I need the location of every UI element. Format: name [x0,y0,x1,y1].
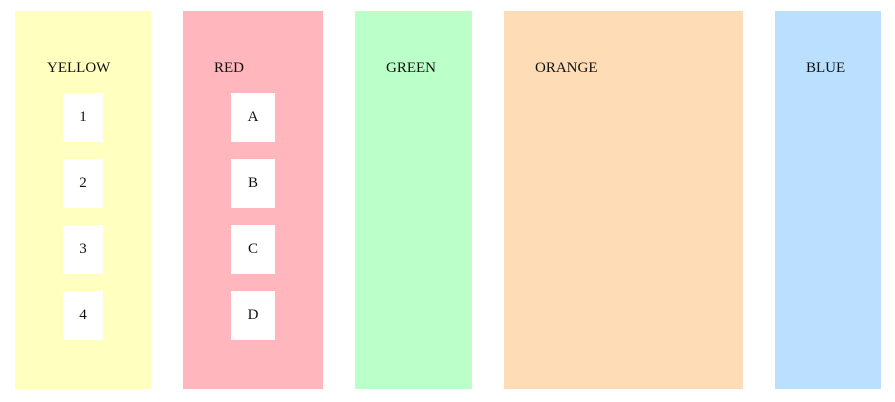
column-title-green: GREEN [386,60,436,76]
column-title-blue: BLUE [806,60,846,76]
column-green[interactable]: GREEN [355,11,472,389]
column-title-red: RED [214,60,244,76]
column-title-yellow: YELLOW [47,60,111,76]
card-2[interactable]: 2 [63,159,103,208]
card-a[interactable]: A [231,93,275,142]
column-orange[interactable]: ORANGE [504,11,743,389]
column-title-orange: ORANGE [535,60,598,76]
card-b[interactable]: B [231,159,275,208]
card-c[interactable]: C [231,225,275,274]
column-blue[interactable]: BLUE [775,11,881,389]
column-yellow[interactable]: YELLOW 1 2 3 4 [15,11,151,389]
card-1[interactable]: 1 [63,93,103,142]
card-d[interactable]: D [231,291,275,340]
card-4[interactable]: 4 [63,291,103,340]
card-3[interactable]: 3 [63,225,103,274]
column-red[interactable]: RED A B C D [183,11,323,389]
